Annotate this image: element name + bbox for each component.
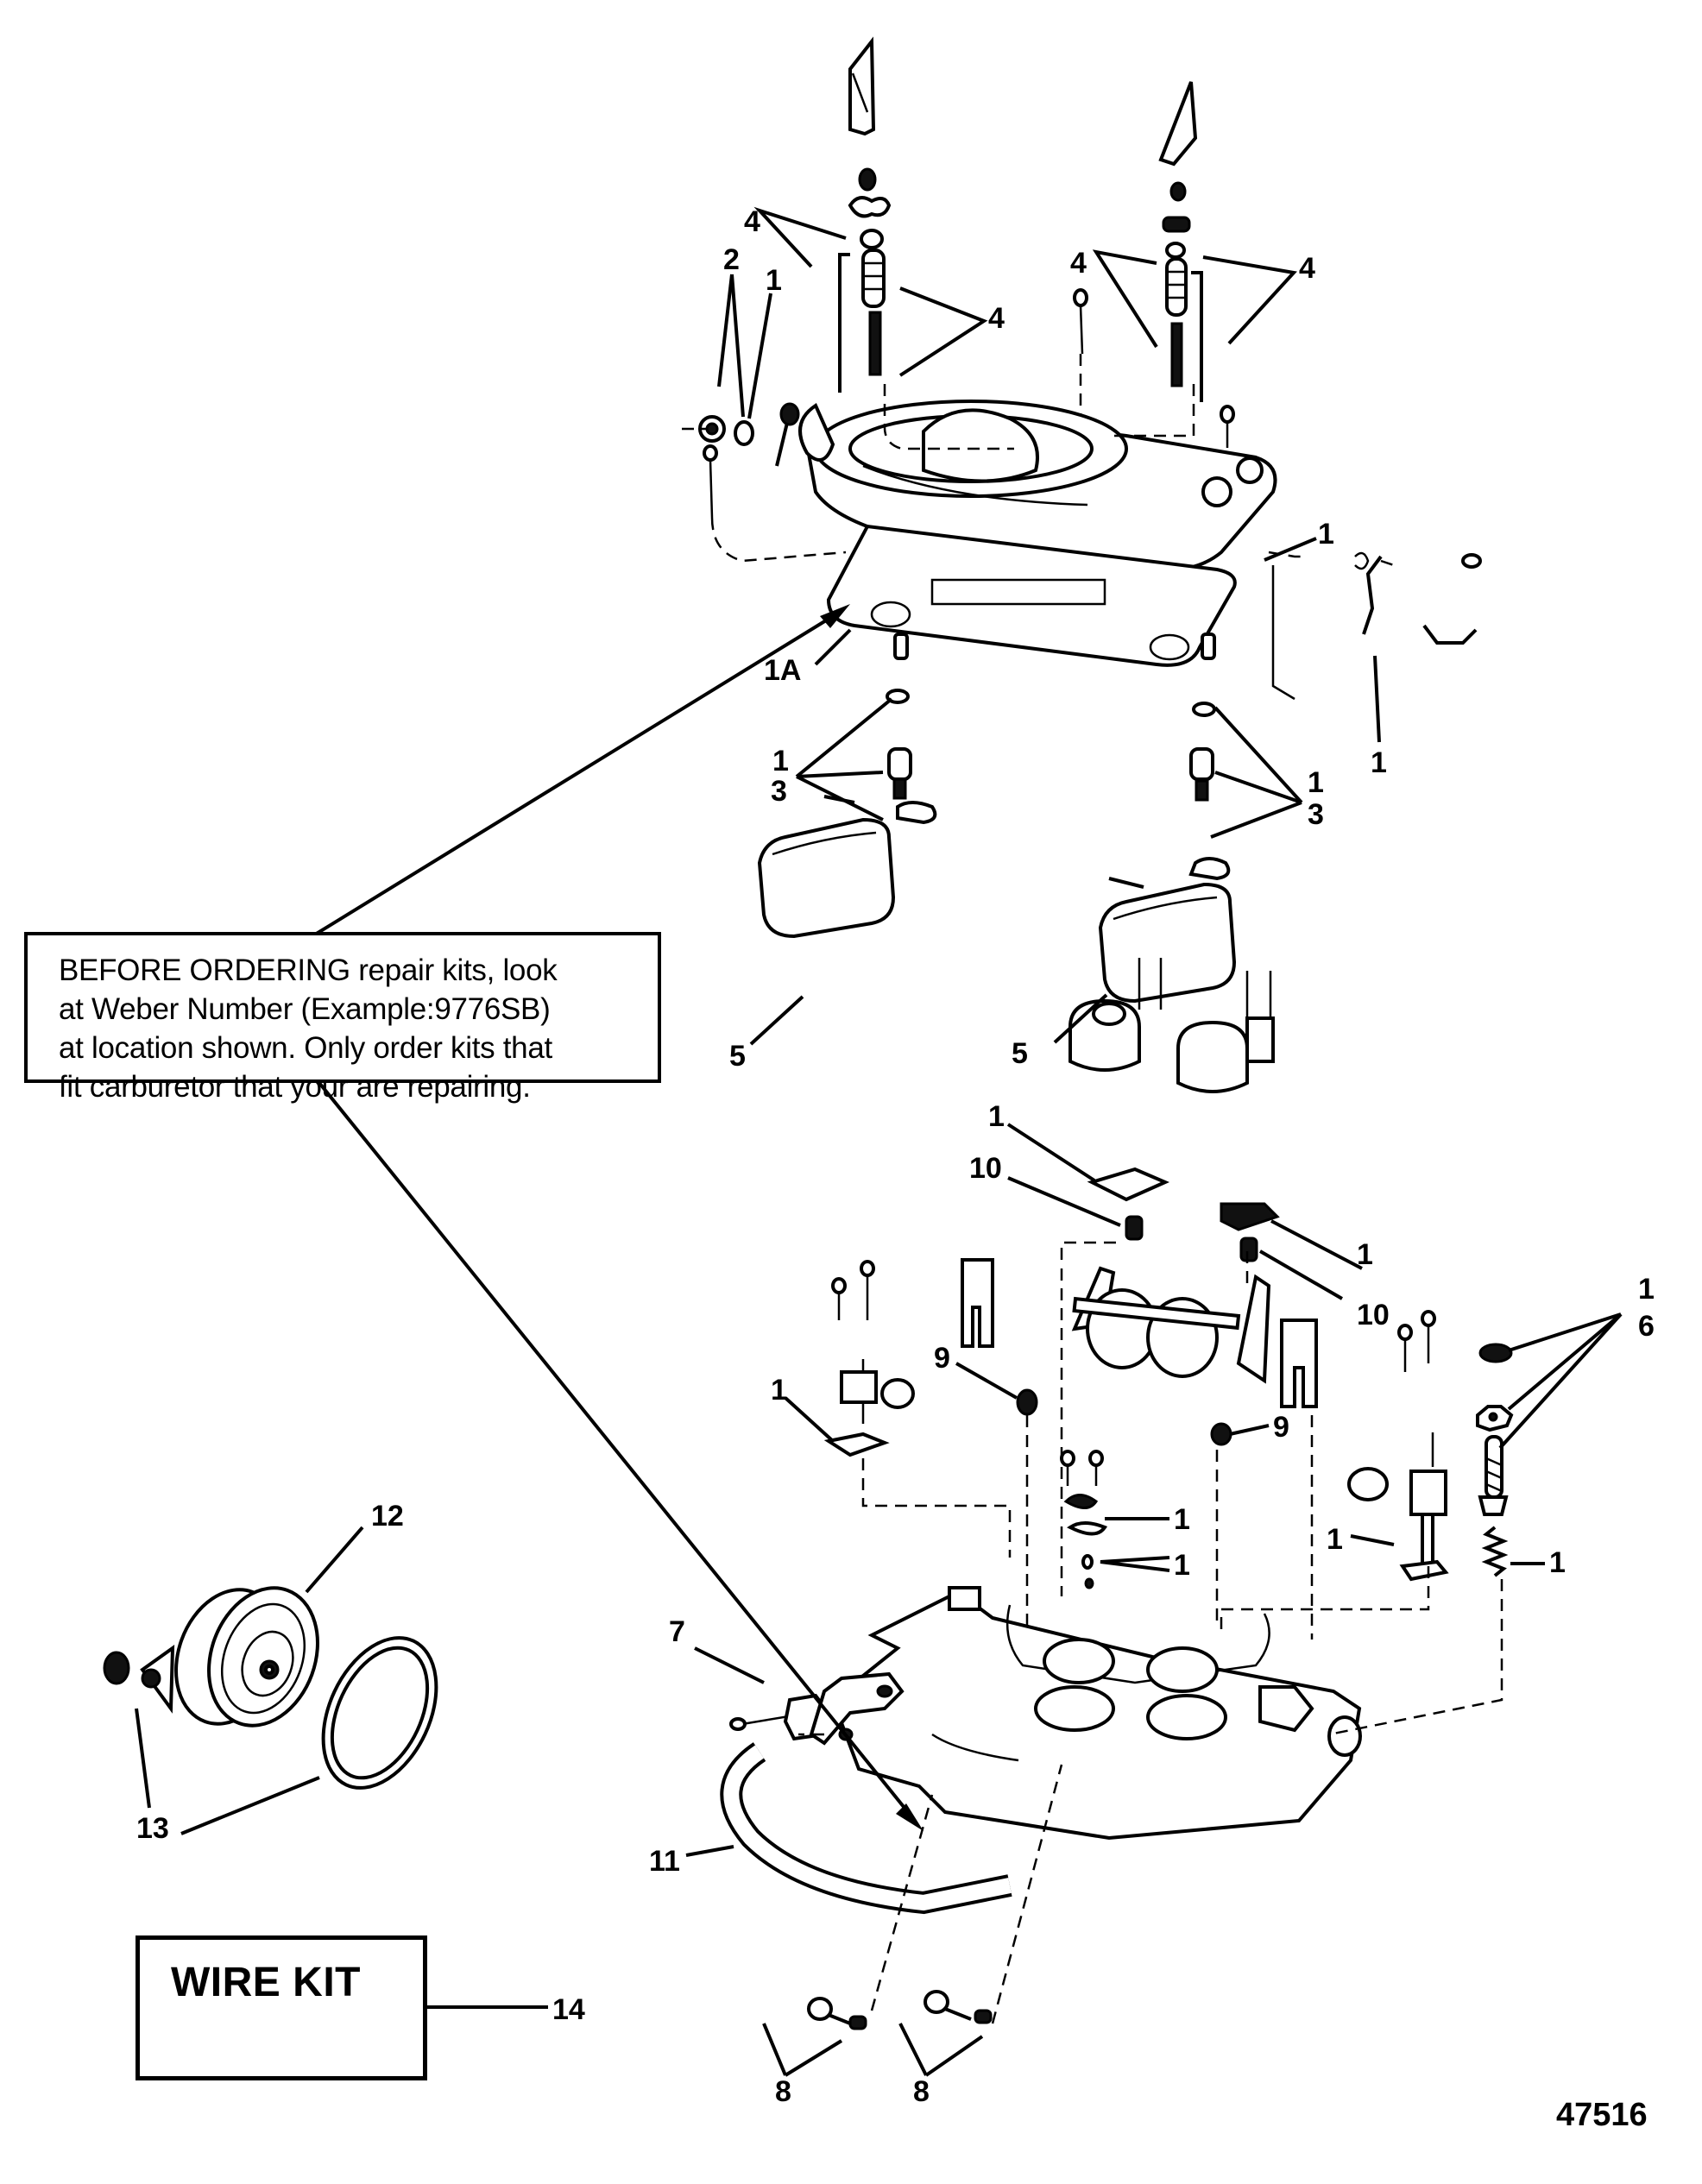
check-ball-10-upper	[1125, 1215, 1144, 1241]
check-ball-9-right	[1210, 1422, 1232, 1446]
idle-bracket-right	[1347, 1310, 1449, 1582]
callout-4: 4	[1070, 247, 1087, 280]
float-parts-right	[1108, 633, 1231, 889]
leader-lines	[135, 206, 1623, 2077]
part-1-washer	[734, 420, 754, 446]
callout-1: 1	[771, 1374, 787, 1407]
main-body	[830, 1586, 1362, 1841]
choke-plate-right	[1158, 81, 1198, 167]
wire-kit-box: WIRE KIT	[136, 1935, 427, 2080]
callout-labels: 4 2 1 4 4 4 1 1A 1 1 3 1 3 5 5 1 10 1 10…	[136, 205, 1655, 2108]
ordering-note: BEFORE ORDERING repair kits, look at Web…	[24, 932, 661, 1104]
callout-1: 1	[1371, 746, 1387, 779]
note-emphasis: BEFORE ORDERING	[59, 954, 350, 987]
callout-8: 8	[913, 2075, 930, 2108]
callout-2: 2	[723, 243, 740, 276]
callout-10: 10	[969, 1152, 1002, 1185]
needle-seat-right	[1162, 181, 1191, 387]
callout-1: 1	[1318, 518, 1334, 551]
adjusting-screw	[1478, 1435, 1509, 1577]
float-left	[757, 817, 896, 939]
bracket-left-top	[961, 1258, 994, 1348]
rod-left	[838, 253, 850, 393]
callout-4: 4	[744, 205, 760, 238]
callout-12: 12	[371, 1500, 404, 1533]
callout-1: 1	[1638, 1273, 1655, 1306]
callout-9: 9	[934, 1342, 950, 1375]
check-ball-10-lower	[1239, 1237, 1258, 1262]
vacuum-piston-right	[1176, 971, 1275, 1093]
callout-1: 1	[1357, 1238, 1373, 1271]
idle-screw-right	[923, 1990, 993, 2024]
figure-number: 47516	[1556, 2097, 1648, 2133]
wire-kit-label: WIRE KIT	[171, 1960, 361, 2005]
screw-top-right	[1220, 405, 1235, 436]
float-right	[1098, 882, 1237, 1004]
choke-gasket-ring	[321, 1636, 438, 1790]
note-line-2: at Weber Number (Example:9776SB)	[59, 992, 551, 1026]
callout-13: 13	[136, 1812, 169, 1845]
callout-10: 10	[1357, 1299, 1390, 1331]
alignment-lines	[682, 354, 1503, 2024]
gasket-pump-upper	[1087, 1167, 1169, 1202]
note-line-1: BEFORE ORDERING repair kits, look	[59, 954, 558, 987]
vacuum-piston-left	[1068, 958, 1163, 1072]
callout-1: 1	[988, 1100, 1005, 1133]
part-2-cap	[698, 415, 726, 443]
gasket-pump-lower	[1220, 1202, 1280, 1231]
venturi-cluster	[1071, 1266, 1271, 1384]
rod-right	[1191, 271, 1203, 402]
callout-1: 1	[1549, 1546, 1566, 1579]
callout-1: 1	[1327, 1523, 1343, 1556]
screw-left-body	[703, 444, 718, 519]
float-parts-left	[823, 633, 937, 825]
linkage-right	[1271, 551, 1482, 701]
idle-screw-left	[807, 1997, 867, 2030]
needle-seat-left	[848, 167, 892, 376]
callout-1: 1	[1174, 1503, 1190, 1536]
callout-11: 11	[649, 1845, 680, 1878]
callout-3: 3	[1308, 798, 1324, 831]
callout-6: 6	[1638, 1310, 1655, 1343]
screw-top-center	[1073, 288, 1088, 355]
bracket-right-top	[1280, 1319, 1318, 1408]
callout-14: 14	[552, 1993, 585, 2026]
note-arrowhead-bottom	[896, 1803, 923, 1831]
callout-4: 4	[988, 302, 1005, 335]
choke-screw-retainer	[103, 1645, 175, 1714]
callout-1: 1	[766, 264, 782, 297]
choke-plate-left	[848, 36, 876, 136]
note-arrowhead-top	[820, 604, 850, 628]
callout-9: 9	[1273, 1411, 1289, 1444]
callout-7: 7	[669, 1615, 685, 1648]
callout-1: 1	[1174, 1549, 1190, 1582]
center-screws	[1060, 1450, 1108, 1589]
callout-1a: 1A	[764, 654, 801, 687]
check-ball-9-left	[1016, 1388, 1038, 1416]
callout-1: 1	[1308, 766, 1324, 799]
callout-3: 3	[771, 775, 787, 808]
choke-housing	[174, 1586, 319, 1728]
callout-5: 5	[729, 1040, 746, 1073]
callout-8: 8	[775, 2075, 791, 2108]
callout-1: 1	[772, 745, 789, 777]
note-line-4: fit carburetor that your are repairing.	[59, 1070, 531, 1104]
vacuum-hose	[720, 1742, 1012, 1915]
callout-4: 4	[1299, 252, 1315, 285]
note-line-3: at location shown. Only order kits that	[59, 1031, 552, 1065]
callout-5: 5	[1012, 1037, 1028, 1070]
idle-bracket-left	[823, 1260, 915, 1457]
shaft-left	[775, 402, 800, 467]
washers-6	[1476, 1343, 1514, 1432]
